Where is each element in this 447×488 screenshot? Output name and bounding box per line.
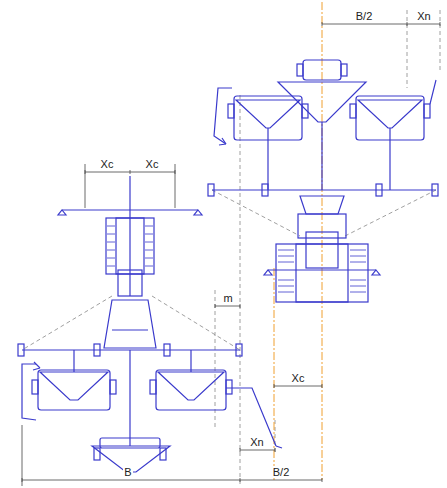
dimension-label: B/2 (355, 10, 374, 22)
dimension-label: B/2 (272, 466, 291, 478)
guide-lines (22, 10, 440, 486)
dimension-label: Xc (100, 158, 115, 170)
dimension-label: Xc (291, 372, 306, 384)
crawler-hatch (278, 250, 366, 292)
dimension-label: Xn (416, 10, 431, 22)
dimension-label: m (222, 292, 233, 304)
upper-machine (208, 60, 438, 302)
dimension-label: Xn (249, 436, 264, 448)
lower-machine (18, 176, 282, 472)
dimension-label: Xc (145, 158, 160, 170)
crawler-hatch (107, 226, 153, 266)
dimension-lines (22, 24, 440, 486)
dimension-label: B (123, 466, 132, 478)
centre-lines (274, 2, 322, 480)
